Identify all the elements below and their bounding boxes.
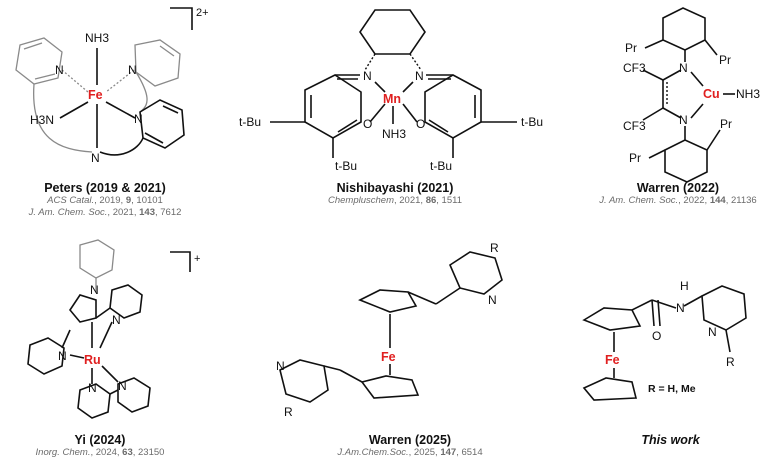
svg-text:N: N xyxy=(58,349,67,363)
svg-text:N: N xyxy=(118,379,127,393)
svg-text:t-Bu: t-Bu xyxy=(430,159,452,173)
svg-text:Ru: Ru xyxy=(84,353,101,367)
structure-yi: + N N N Ru N N xyxy=(27,239,200,419)
caption-title-warren-2025: Warren (2025) xyxy=(368,433,452,447)
svg-text:2+: 2+ xyxy=(196,7,209,19)
svg-text:N: N xyxy=(91,151,100,165)
reference-warren-2025: J.Am.Chem.Soc., 2025, 147, 6514 xyxy=(337,447,483,458)
svg-text:H: H xyxy=(680,279,689,293)
reference-warren-2022: J. Am. Chem. Soc., 2022, 144, 21136 xyxy=(599,195,757,206)
svg-text:CF3: CF3 xyxy=(623,119,646,133)
r-group-note: R = H, Me xyxy=(648,383,696,395)
svg-text:Fe: Fe xyxy=(381,350,396,364)
svg-text:Fe: Fe xyxy=(605,353,620,367)
structure-nishibayashi: N N Mn O O NH3 t-Bu t-Bu t-Bu t-Bu xyxy=(239,9,543,173)
svg-text:Mn: Mn xyxy=(383,92,401,106)
structure-warren-2022: Pr Pr CF3 N Cu NH3 N CF3 Pr Pr xyxy=(623,7,760,183)
reference-peters-2: J. Am. Chem. Soc., 2021, 143, 7612 xyxy=(28,207,182,218)
svg-text:NH3: NH3 xyxy=(382,127,406,141)
svg-text:N: N xyxy=(676,301,685,315)
svg-text:Pr: Pr xyxy=(629,151,641,165)
caption-title-yi: Yi (2024) xyxy=(74,433,126,447)
svg-text:N: N xyxy=(708,325,717,339)
svg-text:t-Bu: t-Bu xyxy=(521,115,543,129)
svg-text:O: O xyxy=(363,117,372,131)
reference-yi: Inorg. Chem., 2024, 63, 23150 xyxy=(35,447,165,458)
svg-text:+: + xyxy=(194,253,200,265)
svg-text:R: R xyxy=(490,241,499,255)
structure-peters: 2+ NH3 Fe H3N N xyxy=(15,7,209,165)
svg-text:Fe: Fe xyxy=(88,88,103,102)
svg-text:NH3: NH3 xyxy=(85,31,109,45)
svg-text:Pr: Pr xyxy=(720,117,732,131)
svg-text:N: N xyxy=(363,69,372,83)
svg-text:N: N xyxy=(90,283,99,297)
svg-text:Pr: Pr xyxy=(625,41,637,55)
panel-warren-2022: Pr Pr CF3 N Cu NH3 N CF3 Pr Pr Warren (2… xyxy=(585,0,771,235)
svg-text:N: N xyxy=(415,69,424,83)
svg-text:N: N xyxy=(112,313,121,327)
svg-text:t-Bu: t-Bu xyxy=(239,115,261,129)
structure-this-work: H N O N Fe R R = H, Me xyxy=(582,279,747,401)
svg-text:R: R xyxy=(726,355,735,369)
reference-peters-1: ACS Catal., 2019, 9, 10101 xyxy=(47,195,163,206)
panel-yi: + N N N Ru N N xyxy=(0,239,200,470)
svg-text:NH3: NH3 xyxy=(736,87,760,101)
svg-text:Pr: Pr xyxy=(719,53,731,67)
svg-text:t-Bu: t-Bu xyxy=(335,159,357,173)
structure-warren-2025: R N Fe N R xyxy=(276,241,503,419)
svg-text:N: N xyxy=(679,61,688,75)
svg-text:O: O xyxy=(652,329,661,343)
panel-this-work: H N O N Fe R R = H, Me This work xyxy=(570,240,771,470)
svg-text:N: N xyxy=(55,63,64,77)
panel-nishibayashi: N N Mn O O NH3 t-Bu t-Bu t-Bu t-Bu Nishi… xyxy=(225,0,565,235)
caption-title-nishibayashi: Nishibayashi (2021) xyxy=(336,181,454,195)
svg-text:N: N xyxy=(276,359,285,373)
svg-text:N: N xyxy=(679,113,688,127)
svg-text:R: R xyxy=(284,405,293,419)
svg-text:N: N xyxy=(134,112,143,126)
svg-text:N: N xyxy=(88,381,97,395)
caption-title-peters: Peters (2019 & 2021) xyxy=(44,181,166,195)
svg-text:CF3: CF3 xyxy=(623,61,646,75)
panel-warren-2025: R N Fe N R Warren (2025) J.Am.Chem.Soc.,… xyxy=(240,240,580,470)
svg-text:H3N: H3N xyxy=(30,113,54,127)
caption-title-warren-2022: Warren (2022) xyxy=(636,181,720,195)
svg-text:O: O xyxy=(416,117,425,131)
svg-text:Cu: Cu xyxy=(703,87,720,101)
reference-nishibayashi: Chempluschem, 2021, 86, 1511 xyxy=(328,195,462,206)
svg-text:N: N xyxy=(128,63,137,77)
caption-title-this-work: This work xyxy=(641,433,700,447)
svg-text:N: N xyxy=(488,293,497,307)
panel-peters: 2+ NH3 Fe H3N N xyxy=(0,0,210,235)
